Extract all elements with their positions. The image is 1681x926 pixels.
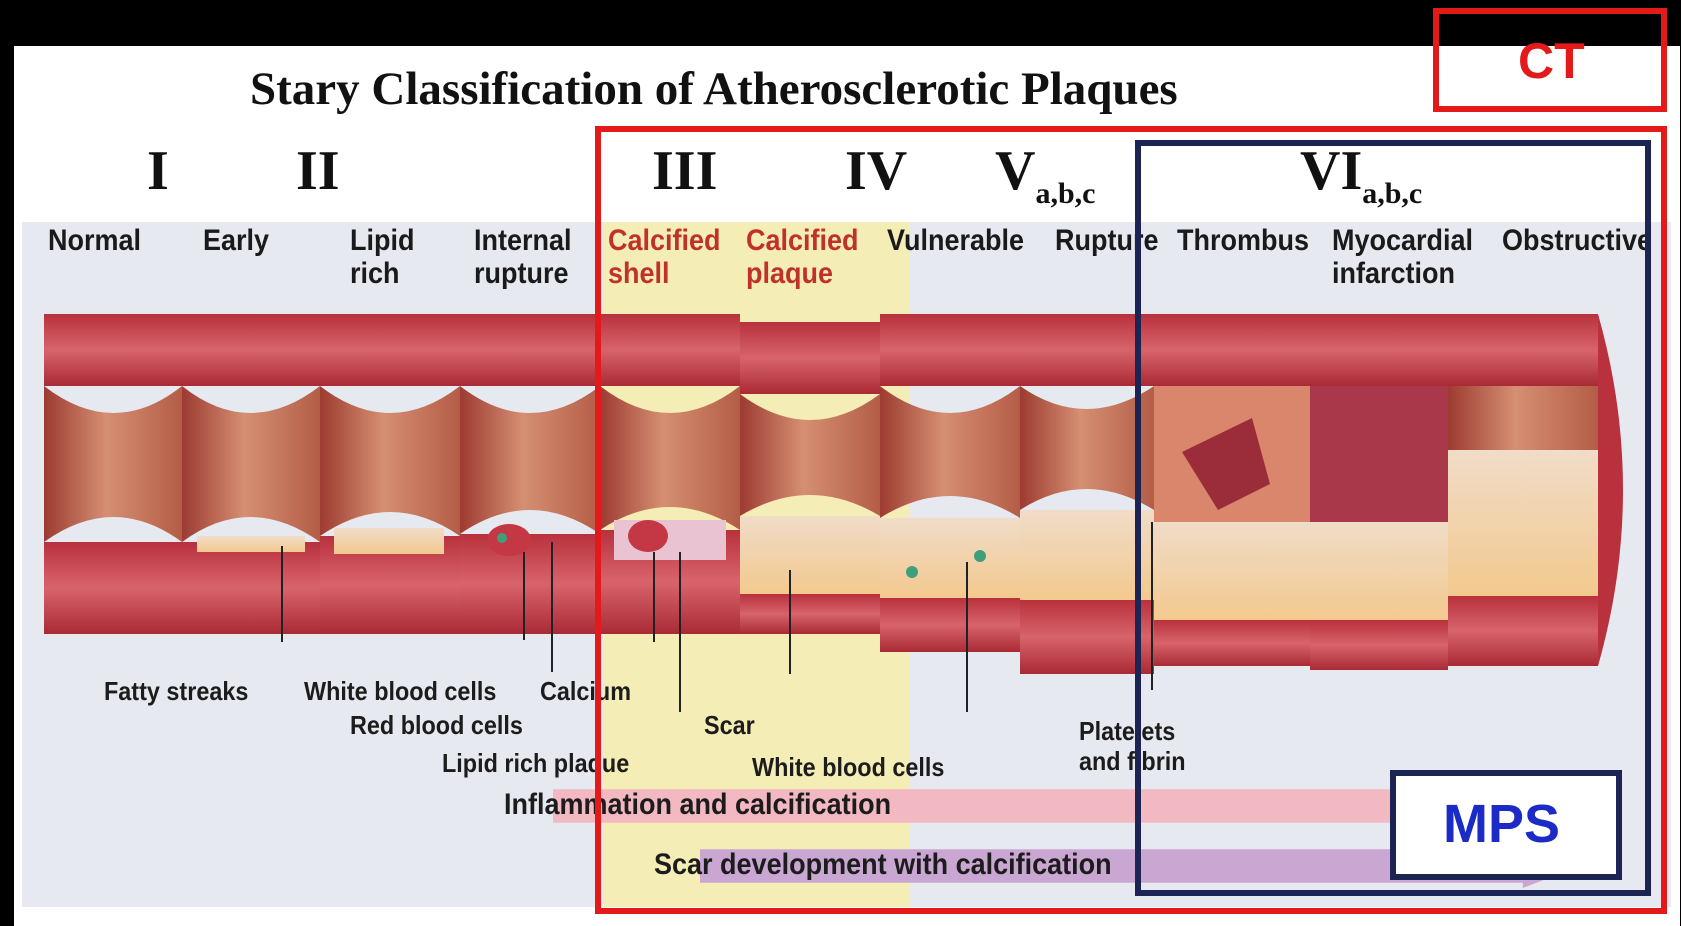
annotation-red-blood-cells: Red blood cells: [350, 710, 523, 741]
annotation-fatty-streaks: Fatty streaks: [104, 676, 248, 707]
stage-label-normal: Normal: [48, 224, 141, 257]
ct-tag-label: CT: [1518, 32, 1585, 90]
vessel-lipid-rich: [320, 314, 460, 634]
stage-numeral-1: I: [147, 143, 169, 199]
figure-title: Stary Classification of Atherosclerotic …: [250, 62, 1178, 116]
vessel-normal: [44, 314, 182, 634]
mps-tag-label: MPS: [1443, 793, 1560, 855]
vessel-internal-rupture: [460, 314, 600, 634]
stage-label-internal-rupture: Internal rupture: [474, 224, 572, 290]
vessel-early: [182, 314, 320, 634]
stage-numeral-2: II: [296, 143, 340, 199]
stage-label-lipid-rich: Lipid rich: [350, 224, 414, 290]
stage-label-early: Early: [203, 224, 269, 257]
annotation-white-blood-cells-1: White blood cells: [304, 676, 496, 707]
